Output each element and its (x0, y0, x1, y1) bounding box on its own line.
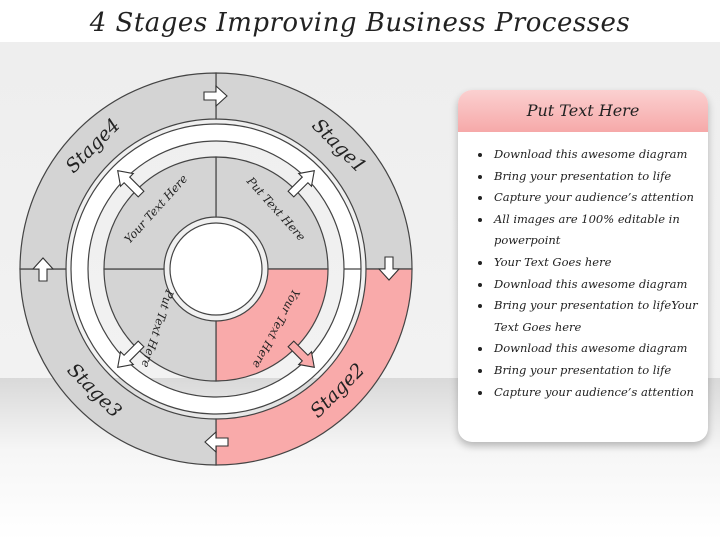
center-hole (169, 222, 263, 316)
flow-arrow-icon (204, 430, 229, 454)
slide-title: 4 Stages Improving Business Processes (89, 8, 631, 38)
bullet-item: Bring your presentation to life (492, 166, 698, 188)
flow-arrow-icon (377, 256, 401, 281)
diagonal-arrow-icon (117, 170, 145, 198)
bullet-item: Bring your presentation to lifeYour Text… (492, 295, 698, 338)
inner-segment (103, 268, 217, 382)
middle-ring (70, 123, 362, 415)
bullet-item: Capture your audience’s attention (492, 382, 698, 404)
bullet-item: Download this awesome diagram (492, 144, 698, 166)
bullet-item: Download this awesome diagram (492, 274, 698, 296)
bullet-list: Download this awesome diagramBring your … (458, 144, 708, 403)
flow-arrow-icon (31, 257, 55, 282)
diagonal-arrow-icon (287, 340, 315, 368)
bullet-item: Download this awesome diagram (492, 338, 698, 360)
bullet-item: All images are 100% editable in powerpoi… (492, 209, 698, 252)
diagonal-arrow-icon (117, 340, 145, 368)
panel-header: Put Text Here (458, 90, 708, 132)
inner-segment (103, 156, 217, 270)
bullet-item: Your Text Goes here (492, 252, 698, 274)
diagonal-arrow-icon (287, 170, 315, 198)
flow-arrow-icon (203, 84, 228, 108)
inner-segment (215, 156, 329, 270)
bullet-item: Capture your audience’s attention (492, 187, 698, 209)
outer-segment (19, 72, 217, 270)
text-panel: Put Text Here Download this awesome diag… (458, 90, 708, 442)
inner-segment (215, 268, 329, 382)
bullet-item: Bring your presentation to life (492, 360, 698, 382)
